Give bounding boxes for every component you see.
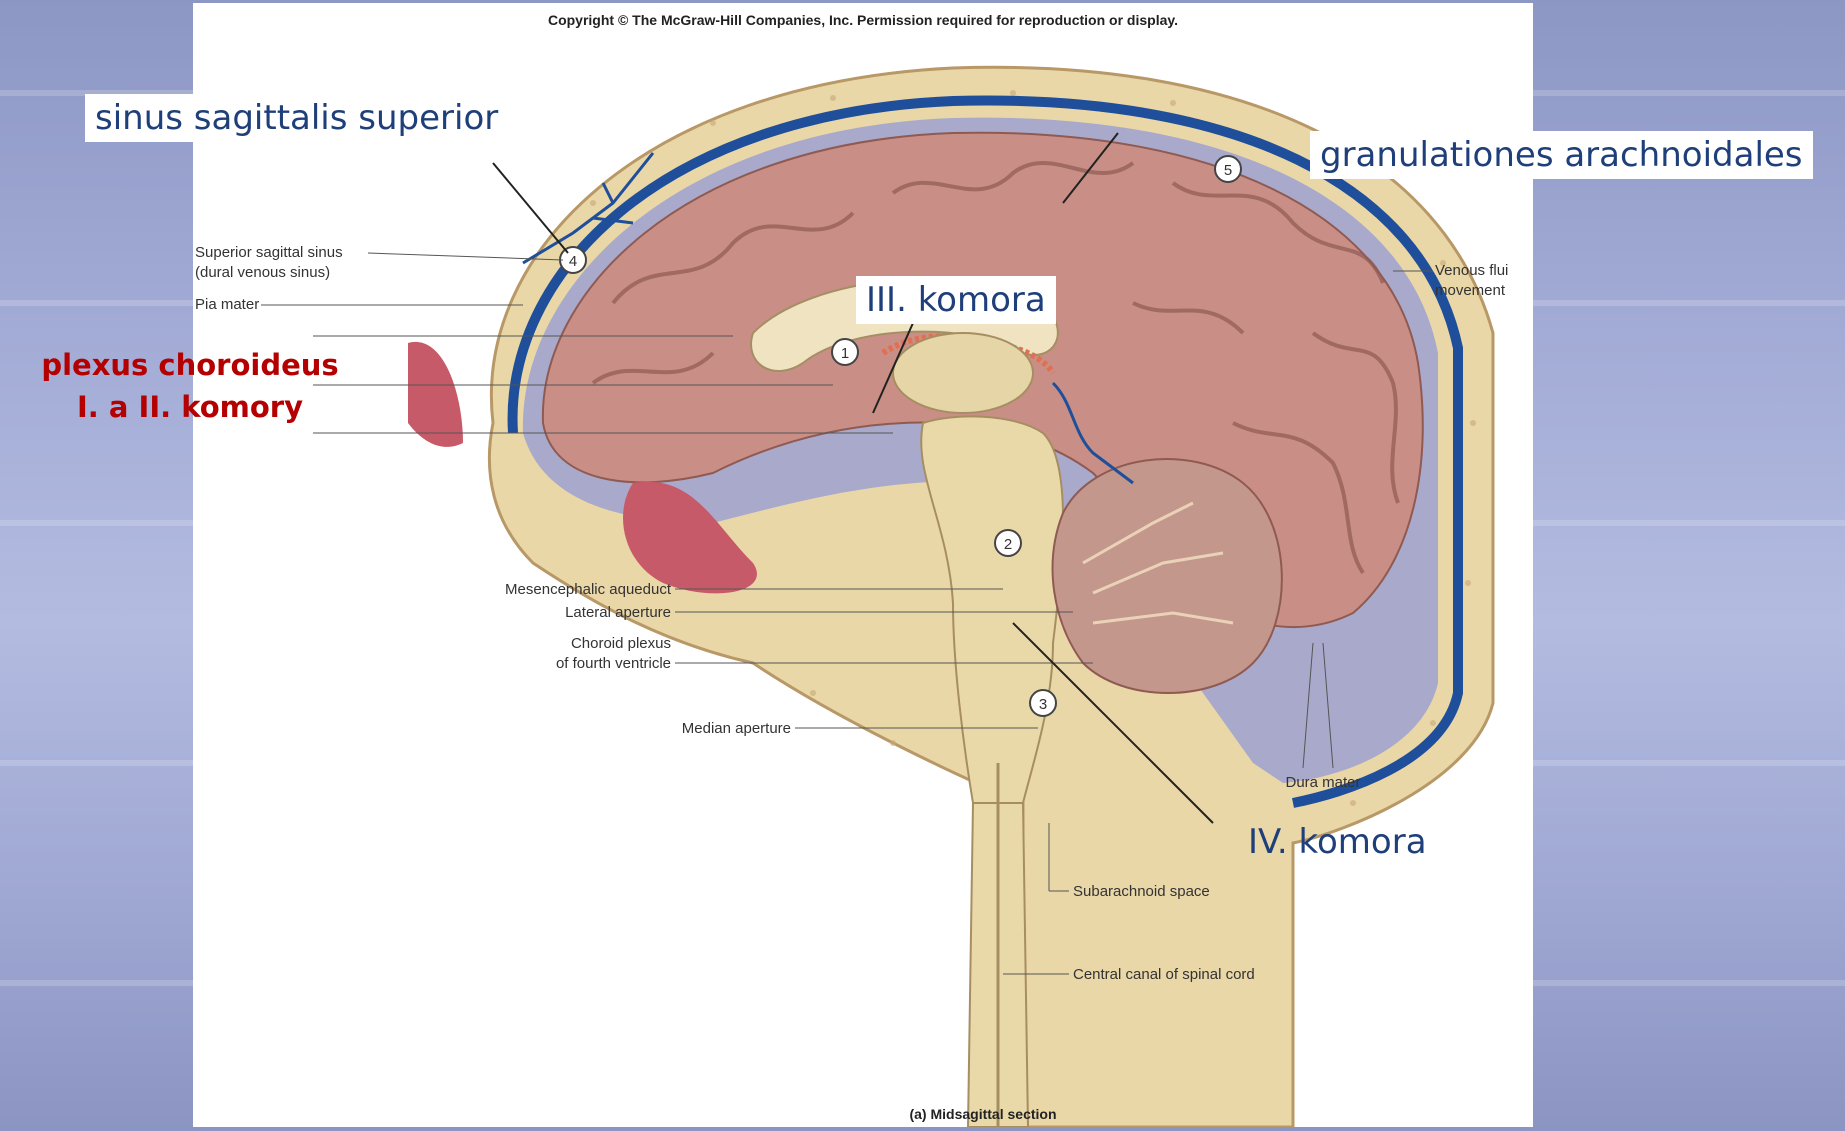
diencephalon (893, 333, 1033, 413)
label-superior-sagittal-sinus: Superior sagittal sinus (195, 244, 343, 261)
step-1: 1 (841, 345, 849, 362)
label-central-canal: Central canal of spinal cord (1073, 966, 1255, 983)
copyright-text: Copyright © The McGraw-Hill Companies, I… (548, 12, 1178, 28)
step-5: 5 (1224, 162, 1232, 179)
label-plexus-choroideus: plexus choroideus I. a II. komory (10, 344, 370, 428)
label-mesencephalic-aqueduct: Mesencephalic aqueduct (505, 581, 672, 598)
label-third-ventricle: III. komora (856, 276, 1056, 324)
step-4: 4 (569, 253, 577, 270)
label-median-aperture: Median aperture (682, 720, 791, 737)
step-3: 3 (1039, 696, 1047, 713)
frontal-sinus (408, 342, 463, 447)
label-sinus-sagittalis-superior: sinus sagittalis superior (85, 94, 508, 142)
label-venous-fluid: Venous flui (1435, 262, 1508, 279)
cerebellum (1053, 459, 1282, 693)
label-lateral-aperture: Lateral aperture (565, 604, 671, 621)
label-subarachnoid-space: Subarachnoid space (1073, 883, 1210, 900)
figure-caption: (a) Midsagittal section (909, 1106, 1056, 1122)
label-choroid-plexus: Choroid plexus (571, 635, 671, 652)
step-2: 2 (1004, 536, 1012, 553)
label-of-fourth-ventricle: of fourth ventricle (556, 655, 671, 672)
label-dural-venous-sinus: (dural venous sinus) (195, 264, 330, 281)
label-pia-mater: Pia mater (195, 296, 259, 313)
plexus-line-2: I. a II. komory (10, 386, 370, 428)
label-dura-mater: Dura mater (1285, 774, 1360, 791)
plexus-line-1: plexus choroideus (10, 344, 370, 386)
label-movement: movement (1435, 282, 1506, 299)
label-granulationes-arachnoidales: granulationes arachnoidales (1310, 131, 1813, 179)
label-fourth-ventricle: IV. komora (1248, 822, 1427, 862)
